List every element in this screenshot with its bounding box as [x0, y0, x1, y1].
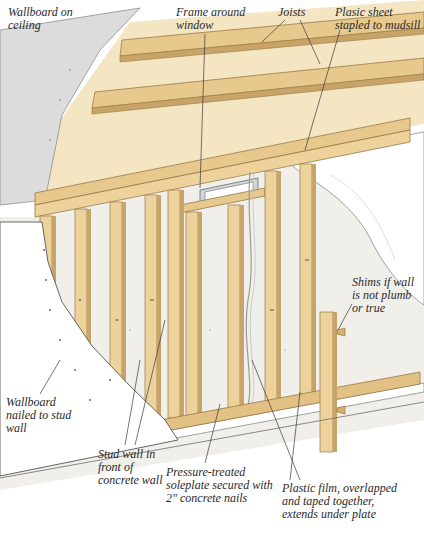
leader-line [200, 34, 205, 188]
wall-wallboard [49, 309, 51, 311]
leader-line [338, 304, 352, 330]
wall-wallboard [79, 299, 81, 301]
top-plate [35, 118, 410, 205]
stud [168, 190, 180, 418]
wall-wallboard [59, 339, 61, 341]
callout-label: Stud wall in front of concrete wall [98, 448, 164, 487]
wall-wallboard [0, 222, 178, 476]
plastic-film [250, 172, 255, 406]
joist [92, 74, 424, 114]
stud [198, 212, 202, 415]
leader-line [300, 20, 320, 64]
wall-wallboard [45, 279, 47, 281]
loose-stud [320, 312, 337, 452]
wall-wallboard [89, 399, 91, 401]
window-frame [180, 178, 265, 213]
callout-label: Shims if wall is not plumb or true [352, 276, 424, 315]
leader-line [262, 20, 285, 42]
leader-line [135, 320, 165, 445]
stud [145, 195, 157, 423]
leader-line [40, 360, 60, 394]
leader-line [205, 404, 220, 463]
wall-wallboard [43, 249, 45, 251]
ceiling-wallboard [49, 139, 51, 141]
stud [312, 164, 316, 394]
concrete-wall [129, 329, 131, 331]
shim [337, 328, 345, 414]
shim [337, 406, 345, 414]
wall-wallboard [109, 379, 111, 381]
wall-wallboard [74, 369, 76, 371]
stud [240, 205, 244, 409]
callout-label: Frame around window [176, 6, 256, 32]
stud [157, 195, 161, 423]
ceiling-wallboard [0, 8, 140, 205]
top-plate [35, 130, 410, 217]
top-plate [35, 118, 410, 217]
ceiling-wallboard [0, 8, 140, 205]
stud [265, 171, 277, 401]
ceiling-wallboard [59, 99, 61, 101]
stud [300, 164, 312, 394]
wall-wallboard [0, 222, 178, 476]
concrete-wall [209, 329, 211, 331]
leader-line [252, 360, 300, 480]
loose-stud [333, 312, 337, 452]
stud [115, 320, 119, 321]
callout-label: Pressure-treated soleplate secured with … [166, 466, 278, 505]
callout-label: Joists [278, 6, 320, 19]
leader-line [305, 30, 340, 150]
stud [228, 205, 240, 409]
window-frame [180, 188, 265, 213]
stud [305, 260, 309, 261]
stud [277, 171, 281, 401]
leader-line [40, 20, 352, 480]
joist [120, 28, 424, 62]
callout-label: Wallboard on ceiling [8, 6, 78, 32]
callout-label: Wallboard nailed to stud wall [6, 396, 78, 435]
stud [180, 190, 184, 418]
stud [186, 212, 198, 415]
plastic-sheet [330, 175, 395, 260]
callout-label: Plasic sheet stapled to mudsill [335, 6, 421, 32]
callout-label: Plastic film, overlapped and taped toget… [282, 482, 406, 521]
stud [270, 310, 274, 311]
plastic-film [246, 172, 251, 406]
ceiling-wallboard [69, 69, 71, 71]
concrete-wall [284, 349, 286, 351]
stud [150, 300, 154, 301]
loose-stud [320, 312, 333, 452]
